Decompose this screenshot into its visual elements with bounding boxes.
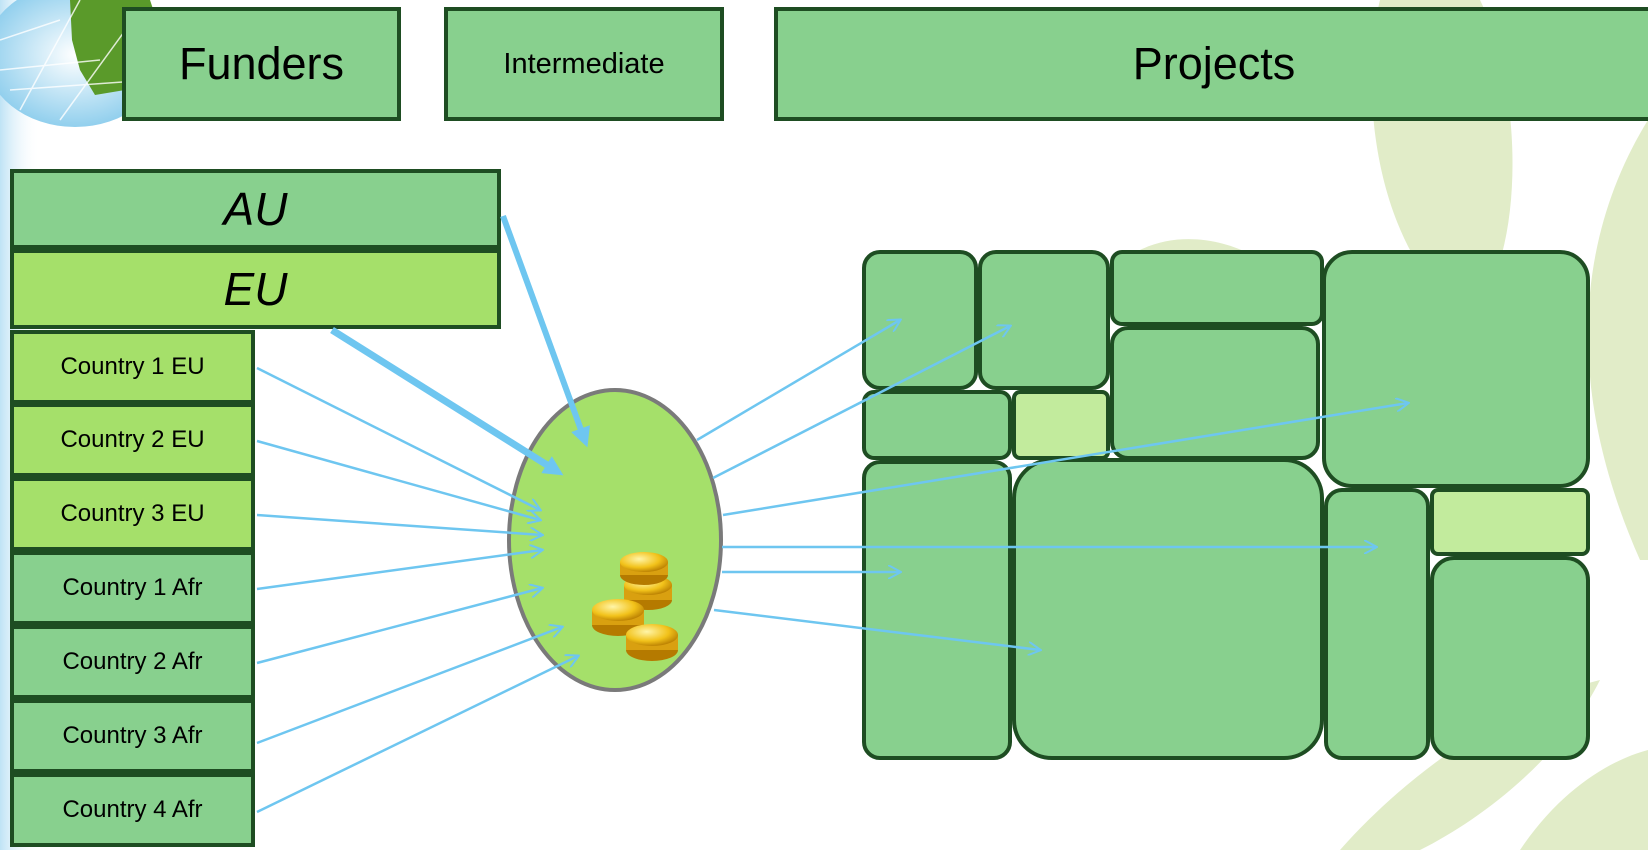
funders-header: Funders: [122, 7, 401, 121]
country-label: Country 1 Afr: [62, 574, 203, 601]
country-box: Country 3 Afr: [10, 699, 255, 773]
country-label: Country 2 Afr: [62, 648, 203, 675]
country-box: Country 2 Afr: [10, 625, 255, 699]
country-label: Country 3 EU: [60, 500, 205, 527]
project-box: [862, 390, 1012, 460]
eu-funder-label: EU: [223, 263, 288, 315]
leaf-shape: [1520, 750, 1648, 850]
project-box: [1430, 556, 1590, 760]
project-box: [1012, 458, 1324, 760]
project-box: [1110, 250, 1324, 326]
projects-header: Projects: [774, 7, 1648, 121]
eu-funder-box: EU: [10, 249, 501, 329]
project-box: [1430, 488, 1590, 556]
project-box: [1322, 250, 1590, 488]
funders-header-label: Funders: [178, 38, 345, 89]
country-label: Country 4 Afr: [62, 796, 203, 823]
project-box: [1012, 390, 1110, 460]
intermediate-header: Intermediate: [444, 7, 724, 121]
au-funder-label: AU: [223, 183, 288, 235]
projects-header-label: Projects: [1132, 38, 1296, 89]
country-label: Country 3 Afr: [62, 722, 203, 749]
country-box: Country 1 EU: [10, 330, 255, 404]
project-box: [978, 250, 1110, 390]
country-box: Country 3 EU: [10, 477, 255, 551]
project-box: [862, 250, 978, 390]
country-box: Country 1 Afr: [10, 551, 255, 625]
au-funder-box: AU: [10, 169, 501, 249]
country-label: Country 2 EU: [60, 426, 205, 453]
project-box: [862, 460, 1012, 760]
project-box: [1324, 488, 1430, 760]
country-box: Country 2 EU: [10, 403, 255, 477]
country-box: Country 4 Afr: [10, 773, 255, 847]
project-box: [1110, 326, 1320, 460]
leaf-shape: [1588, 120, 1648, 560]
country-label: Country 1 EU: [60, 353, 205, 380]
intermediate-header-label: Intermediate: [503, 47, 665, 80]
